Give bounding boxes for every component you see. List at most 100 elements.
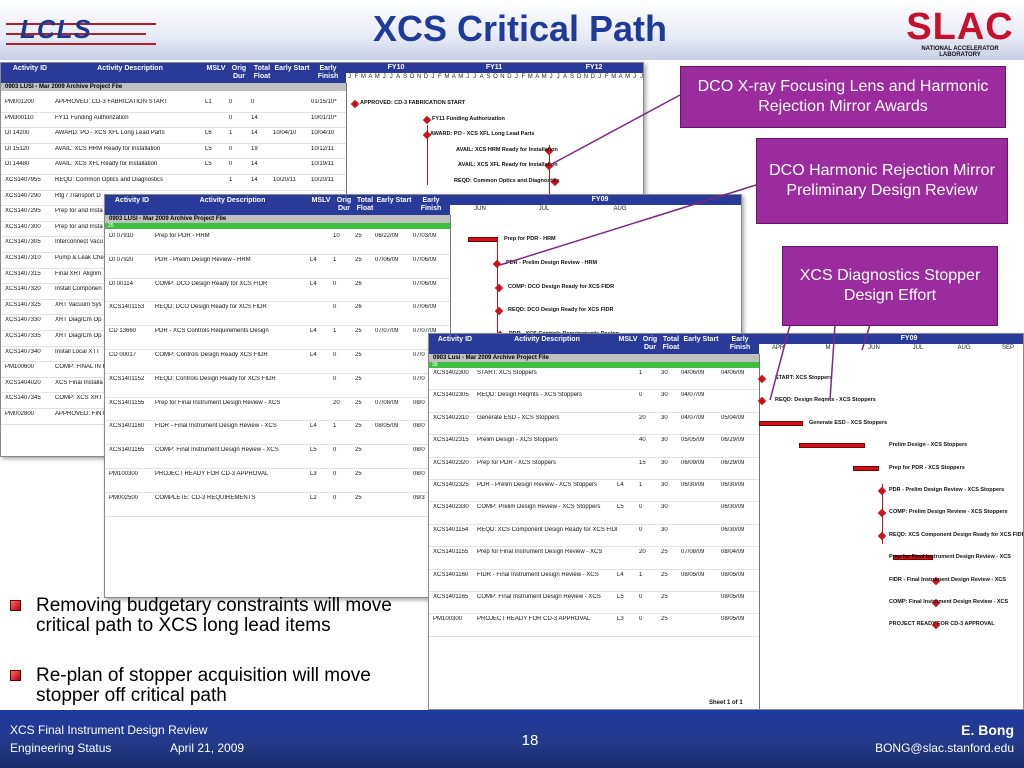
table-cell: Install Local XTT (55, 348, 100, 355)
dependency-line (427, 125, 428, 185)
month-label: S (569, 74, 574, 80)
callout-stopper-design: XCS Diagnostics Stopper Design Effort (782, 246, 998, 326)
table-cell: FY11 Funding Authorization (55, 114, 129, 121)
column-header: MSLV (311, 197, 331, 204)
month-label: D (423, 74, 429, 80)
table-cell: PDR - Prelim Design Review - XCS Stopper… (477, 482, 598, 488)
table-cell: 0 (229, 114, 233, 121)
table-cell: 05/04/09 (721, 414, 745, 421)
column-header: MSLV (206, 65, 226, 72)
table-cell: 25 (355, 447, 362, 454)
table-cell: 10/04/10 (273, 130, 297, 137)
table-cell: L5 (205, 145, 212, 152)
table-cell: 08/05/09 (375, 423, 399, 430)
table-cell: 07/08/09 (681, 549, 705, 556)
column-header: Early Finish (317, 65, 339, 80)
table-cell: Rtg / Transport D (55, 192, 101, 199)
milestone-diamond-icon (350, 99, 360, 109)
bullet-text: Removing budgetary constraints will move… (36, 595, 392, 636)
table-cell: 30 (661, 504, 668, 511)
table-cell: START: XCS Stoppers (477, 370, 537, 376)
column-header: Early Start (683, 336, 719, 343)
month-label: J (431, 74, 435, 80)
month-label: M (374, 74, 380, 80)
gantt-bar-label: Prelim Design - XCS Stoppers (889, 442, 968, 449)
month-label: A (535, 74, 540, 80)
month-label: A (563, 74, 568, 80)
table-cell: XCS1404020 (5, 379, 41, 386)
month-label: N (416, 74, 422, 80)
table-cell: 1 (639, 482, 643, 488)
month-label: O (493, 74, 498, 80)
table-cell: 0 (639, 616, 643, 623)
bullet-square-icon (10, 670, 21, 681)
month-label: A (451, 74, 456, 80)
table-cell: 0 (333, 471, 337, 477)
table-cell: 25 (355, 352, 362, 358)
table-cell: 0 (639, 526, 643, 533)
table-cell: XCS1402325 (433, 482, 469, 488)
table-cell: 06/30/09 (721, 526, 745, 533)
month-label: M (611, 74, 617, 80)
table-cell: 30 (661, 414, 668, 421)
month-label: M (527, 74, 533, 80)
table-cell: PDR - XCS Controls Requirements Design (155, 328, 269, 335)
column-header: Early Start (274, 65, 310, 72)
table-cell: 08/0 (413, 423, 425, 430)
table-cell: L5 (617, 594, 624, 600)
table-cell: PROJECT READY FOR CD-3 APPROVAL (155, 471, 269, 477)
month-label: JUL (538, 206, 550, 212)
month-label: A (618, 74, 623, 80)
table-cell: XCS1407305 (5, 239, 41, 246)
gantt-bar-label: Prep for Final Instrument Design Review … (889, 554, 1011, 561)
column-header: Orig Dur (231, 65, 247, 80)
table-cell: PM100600 (5, 364, 35, 371)
fiscal-year-label: FY09 (591, 196, 609, 203)
table-cell: XCS1407955 (5, 177, 41, 183)
table-cell: Prep for and Insta (55, 208, 103, 215)
table-cell: 30 (661, 459, 668, 466)
table-cell: L3 (310, 471, 317, 477)
table-divider (759, 334, 760, 709)
month-label: AUG (613, 206, 627, 212)
table-cell: 0 (229, 161, 233, 168)
table-cell: L6 (205, 130, 212, 137)
table-cell: XCS1407340 (5, 348, 41, 355)
column-header: MSLV (618, 336, 638, 343)
table-cell: 1 (639, 370, 643, 376)
table-cell: 07/03/09 (413, 233, 437, 239)
table-cell: 07/06/09 (413, 256, 437, 263)
slac-logo-subtitle: NATIONAL ACCELERATOR LABORATORY (921, 46, 999, 58)
table-cell: DI 07920 (109, 256, 134, 263)
gantt-bar-label: REQD: Common Optics and Diagnostics (454, 178, 560, 184)
table-cell: 08/05/09 (721, 616, 745, 623)
table-cell: 25 (355, 471, 362, 477)
table-cell: DI 00114 (109, 280, 133, 287)
table-cell: 40 (639, 437, 646, 444)
table-cell: 30 (661, 526, 668, 533)
table-cell: 08/05/09 (721, 594, 745, 600)
gantt-bar-label: REQD: XCS Component Design Ready for XCS… (889, 531, 1024, 538)
fiscal-year-label: FY10 (387, 64, 405, 71)
column-header: Early Finish (729, 336, 751, 351)
table-cell: XCS1401153 (109, 304, 145, 311)
month-label: J (473, 74, 477, 80)
month-label: D (590, 74, 595, 80)
table-cell: Prep for PDR - HRM (155, 233, 210, 239)
footer-date: April 21, 2009 (170, 741, 245, 755)
column-header: Early Start (376, 197, 412, 204)
table-cell: REQD: Controls Design Ready for XCS FIDR (155, 375, 276, 382)
